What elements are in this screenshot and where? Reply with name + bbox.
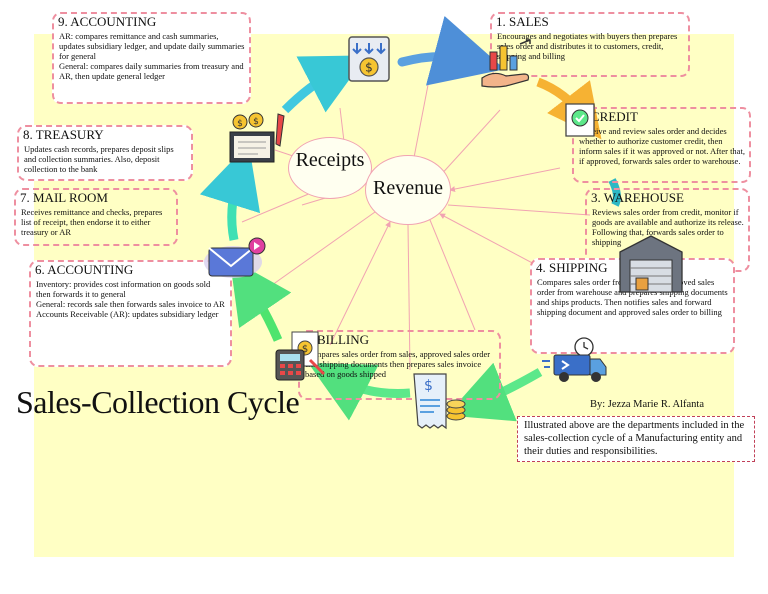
step-title: 2. CREDIT [578, 109, 638, 124]
step-title: 6. ACCOUNTING [35, 262, 134, 277]
credit-approval-icon [565, 103, 595, 137]
diagram-title: Sales-Collection Cycle [16, 384, 300, 420]
step-body: Compares sales order from sales, approve… [305, 349, 491, 379]
step-body: Receive and review sales order and decid… [579, 126, 745, 166]
revenue-label: Revenue [373, 177, 443, 199]
sales-hand-icon [481, 39, 531, 88]
receipts-node: Receipts [288, 137, 372, 199]
ledger-icon: $ $ [229, 112, 285, 163]
svg-text:$: $ [424, 378, 433, 394]
diagram-caption: Illustrated above are the departments in… [517, 416, 755, 462]
step-billing: 5. BILLING Compares sales order from sal… [298, 330, 501, 400]
step-title: 3. WAREHOUSE [591, 190, 684, 205]
step-treasury: 8. TREASURY Updates cash records, prepar… [17, 125, 193, 181]
email-icon [204, 237, 266, 278]
step-title: 8. TREASURY [23, 127, 104, 142]
invoice-icon: $ [413, 373, 466, 430]
step-warehouse: 3. WAREHOUSE Reviews sales order from cr… [585, 188, 750, 272]
step-title: 7. MAIL ROOM [20, 190, 108, 205]
delivery-truck-icon [542, 337, 607, 382]
step-body: Reviews sales order from credit, monitor… [592, 207, 744, 247]
step-body: AR: compares remittance and cash summari… [59, 31, 245, 81]
step-credit: 2. CREDIT Receive and review sales order… [572, 107, 751, 183]
warehouse-icon [619, 235, 683, 293]
revenue-node: Revenue [365, 155, 451, 225]
step-title: 4. SHIPPING [536, 260, 608, 275]
step-body: Updates cash records, prepares deposit s… [24, 144, 174, 174]
svg-text:$: $ [253, 117, 259, 127]
calculator-icon: $ [275, 331, 326, 381]
receipts-label: Receipts [295, 149, 365, 171]
step-title: 5. BILLING [304, 332, 369, 347]
svg-text:$: $ [237, 119, 243, 129]
step-sales: 1. SALES Encourages and negotiates with … [490, 12, 690, 77]
step-title: 1. SALES [496, 14, 549, 29]
tax-document-icon: $ [348, 36, 390, 82]
svg-text:$: $ [302, 344, 308, 355]
author-credit: By: Jezza Marie R. Alfanta [590, 399, 705, 410]
step-body: Encourages and negotiates with buyers th… [497, 31, 678, 61]
step-accounting-9: 9. ACCOUNTING AR: compares remittance an… [52, 12, 251, 104]
step-mailroom: 7. MAIL ROOM Receives remittance and che… [14, 188, 178, 246]
step-body: Inventory: provides cost information on … [36, 279, 225, 319]
svg-text:$: $ [365, 61, 373, 75]
step-title: 9. ACCOUNTING [58, 14, 157, 29]
step-body: Receives remittance and checks, prepares… [21, 207, 163, 237]
step-accounting-6: 6. ACCOUNTING Inventory: provides cost i… [29, 260, 232, 367]
